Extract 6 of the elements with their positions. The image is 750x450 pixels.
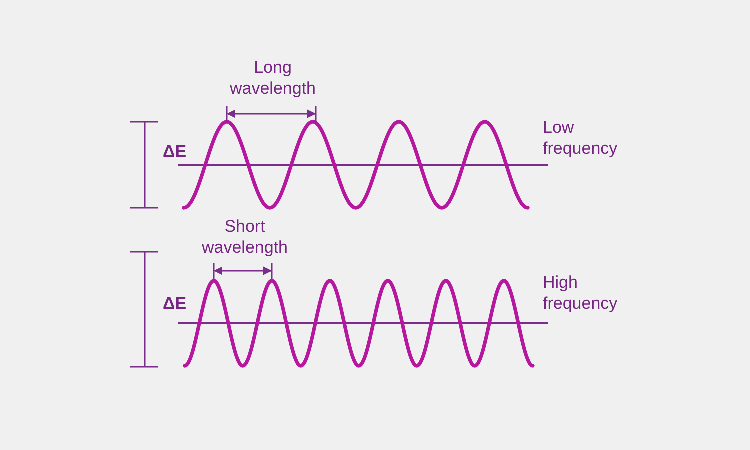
dimension-label: Short wavelength (202, 216, 288, 258)
symbol: ΔE (163, 141, 187, 162)
wave-label: Low frequency (543, 117, 618, 159)
symbol: ΔE (163, 293, 187, 314)
dimension-label: Long wavelength (230, 57, 316, 99)
wave-label: High frequency (543, 272, 618, 314)
